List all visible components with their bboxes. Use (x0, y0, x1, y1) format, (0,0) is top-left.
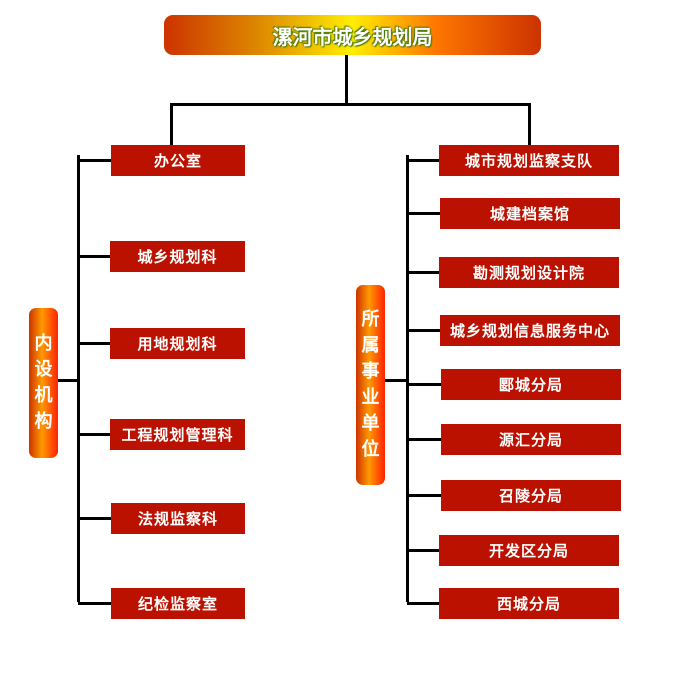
label-char: 机 (34, 385, 53, 406)
label-char: 设 (34, 359, 53, 380)
connector (407, 383, 441, 386)
affiliated-units-label: 所属事业单位 (356, 285, 385, 485)
bureau-title: 漯河市城乡规划局 (164, 15, 541, 55)
right-unit-box[interactable]: 西城分局 (439, 588, 619, 619)
label-char: 所 (361, 309, 380, 330)
right-unit-box[interactable]: 开发区分局 (439, 535, 619, 566)
connector (528, 103, 531, 146)
connector (407, 438, 441, 441)
connector (78, 159, 111, 162)
right-unit-box[interactable]: 郾城分局 (441, 369, 621, 400)
left-unit-box[interactable]: 用地规划科 (110, 328, 245, 359)
internal-departments-label: 内设机构 (29, 308, 58, 458)
right-unit-box[interactable]: 勘测规划设计院 (439, 257, 619, 288)
connector (407, 549, 439, 552)
label-char: 位 (361, 439, 380, 460)
connector (78, 342, 110, 345)
label-char: 单 (361, 413, 380, 434)
left-unit-box[interactable]: 办公室 (111, 145, 245, 176)
label-char: 构 (34, 411, 53, 432)
connector (345, 55, 348, 105)
connector (170, 103, 173, 146)
left-trunk (77, 155, 80, 602)
connector (407, 602, 439, 605)
connector (407, 159, 439, 162)
connector (78, 433, 110, 436)
connector (78, 255, 110, 258)
right-unit-box[interactable]: 源汇分局 (441, 424, 621, 455)
connector (78, 517, 111, 520)
left-unit-box[interactable]: 工程规划管理科 (110, 419, 245, 450)
connector (384, 379, 408, 382)
connector (407, 212, 440, 215)
label-char: 业 (361, 387, 380, 408)
connector (57, 379, 79, 382)
right-trunk (406, 155, 409, 602)
left-unit-box[interactable]: 城乡规划科 (110, 241, 245, 272)
right-unit-box[interactable]: 召陵分局 (441, 480, 621, 511)
label-char: 属 (361, 335, 380, 356)
right-unit-box[interactable]: 城市规划监察支队 (439, 145, 619, 176)
label-char: 内 (34, 333, 53, 354)
connector (170, 103, 531, 106)
connector (78, 602, 111, 605)
left-unit-box[interactable]: 法规监察科 (111, 503, 245, 534)
label-char: 事 (361, 361, 380, 382)
right-unit-box[interactable]: 城乡规划信息服务中心 (440, 315, 620, 346)
left-unit-box[interactable]: 纪检监察室 (111, 588, 245, 619)
connector (407, 494, 441, 497)
connector (407, 271, 439, 274)
connector (407, 329, 440, 332)
right-unit-box[interactable]: 城建档案馆 (440, 198, 620, 229)
